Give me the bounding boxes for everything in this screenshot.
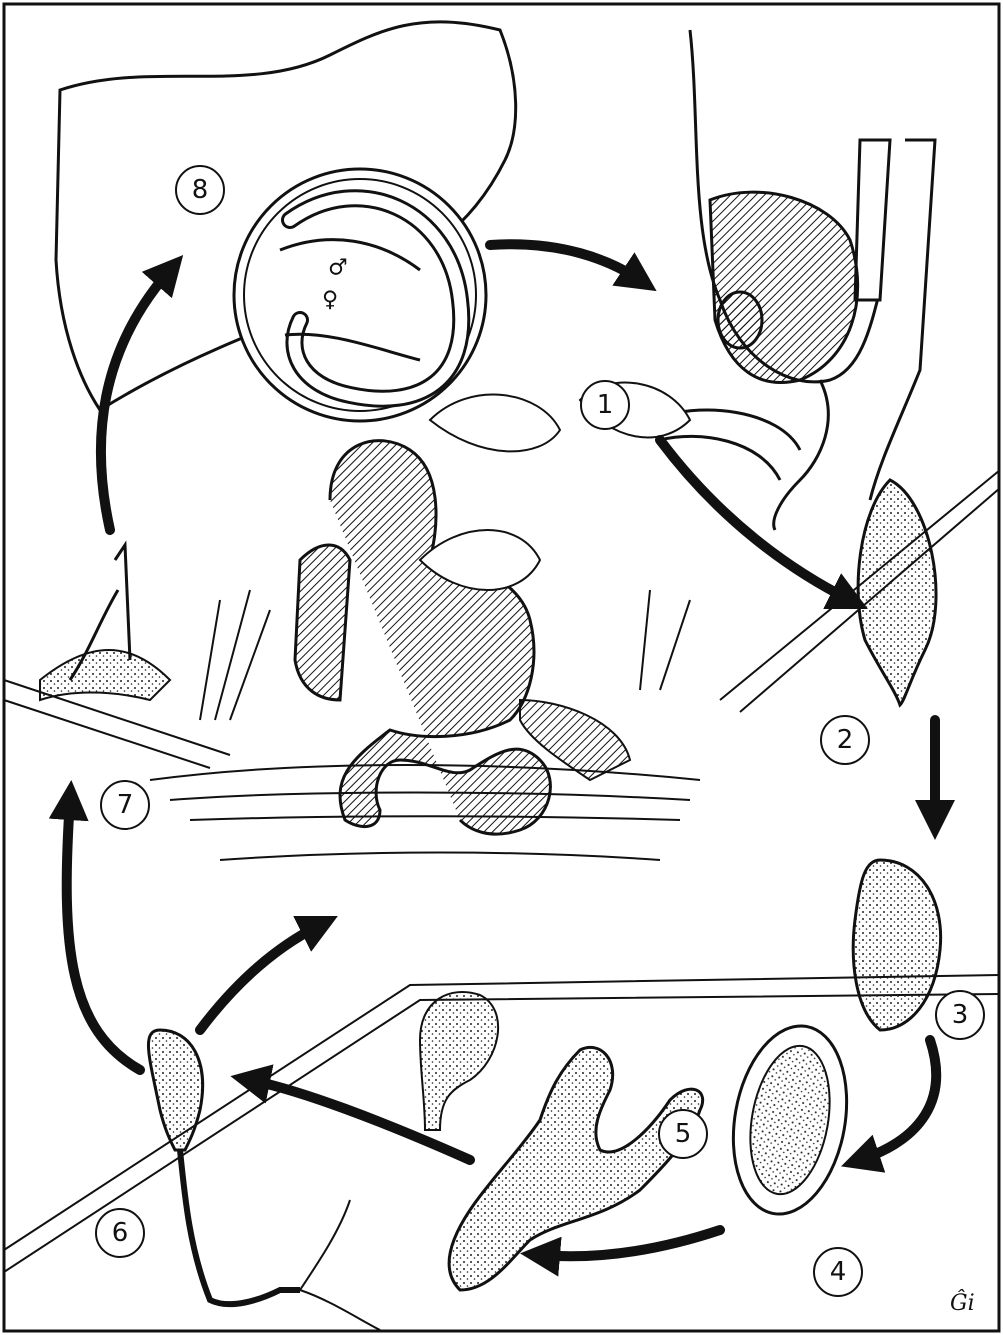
snail-host: [420, 992, 498, 1130]
stage-marker-4: 4: [814, 1248, 862, 1296]
egg-stage: [858, 480, 936, 705]
arrow-8-to-1: [490, 244, 640, 280]
stage-marker-7: 7: [101, 781, 149, 829]
bladder-anatomy: [650, 30, 935, 530]
stage-marker-2: 2: [821, 716, 869, 764]
stage-marker-8: 8: [176, 166, 224, 214]
male-symbol: ♂: [328, 256, 348, 281]
paired-worms-inset: [234, 169, 486, 421]
artist-signature: Ĝi: [950, 1289, 975, 1316]
stage-marker-1: 1: [581, 381, 629, 429]
svg-text:3: 3: [952, 1000, 969, 1030]
svg-text:2: 2: [837, 725, 854, 755]
arrow-1-to-2: [660, 440, 850, 600]
person-in-water: [150, 383, 700, 860]
stage-marker-6: 6: [96, 1209, 144, 1257]
cercaria-penetrating-skin: [40, 545, 170, 700]
svg-text:8: 8: [192, 175, 209, 205]
stage-marker-3: 3: [936, 991, 984, 1039]
arrow-6-to-7: [67, 800, 140, 1070]
arrow-4-to-5: [540, 1230, 720, 1256]
svg-text:6: 6: [112, 1218, 129, 1248]
svg-text:4: 4: [830, 1257, 847, 1287]
female-symbol: ♀: [322, 288, 338, 313]
stage-marker-5: 5: [659, 1110, 707, 1158]
cercaria-stage: [148, 1030, 380, 1330]
miracidium-stage: [853, 860, 940, 1030]
svg-text:7: 7: [117, 790, 134, 820]
sporocyst-stage: [719, 1017, 860, 1223]
svg-text:5: 5: [675, 1119, 692, 1149]
svg-text:1: 1: [597, 390, 614, 420]
arrow-6-to-water: [200, 925, 320, 1030]
arrow-3-to-4: [860, 1040, 936, 1160]
